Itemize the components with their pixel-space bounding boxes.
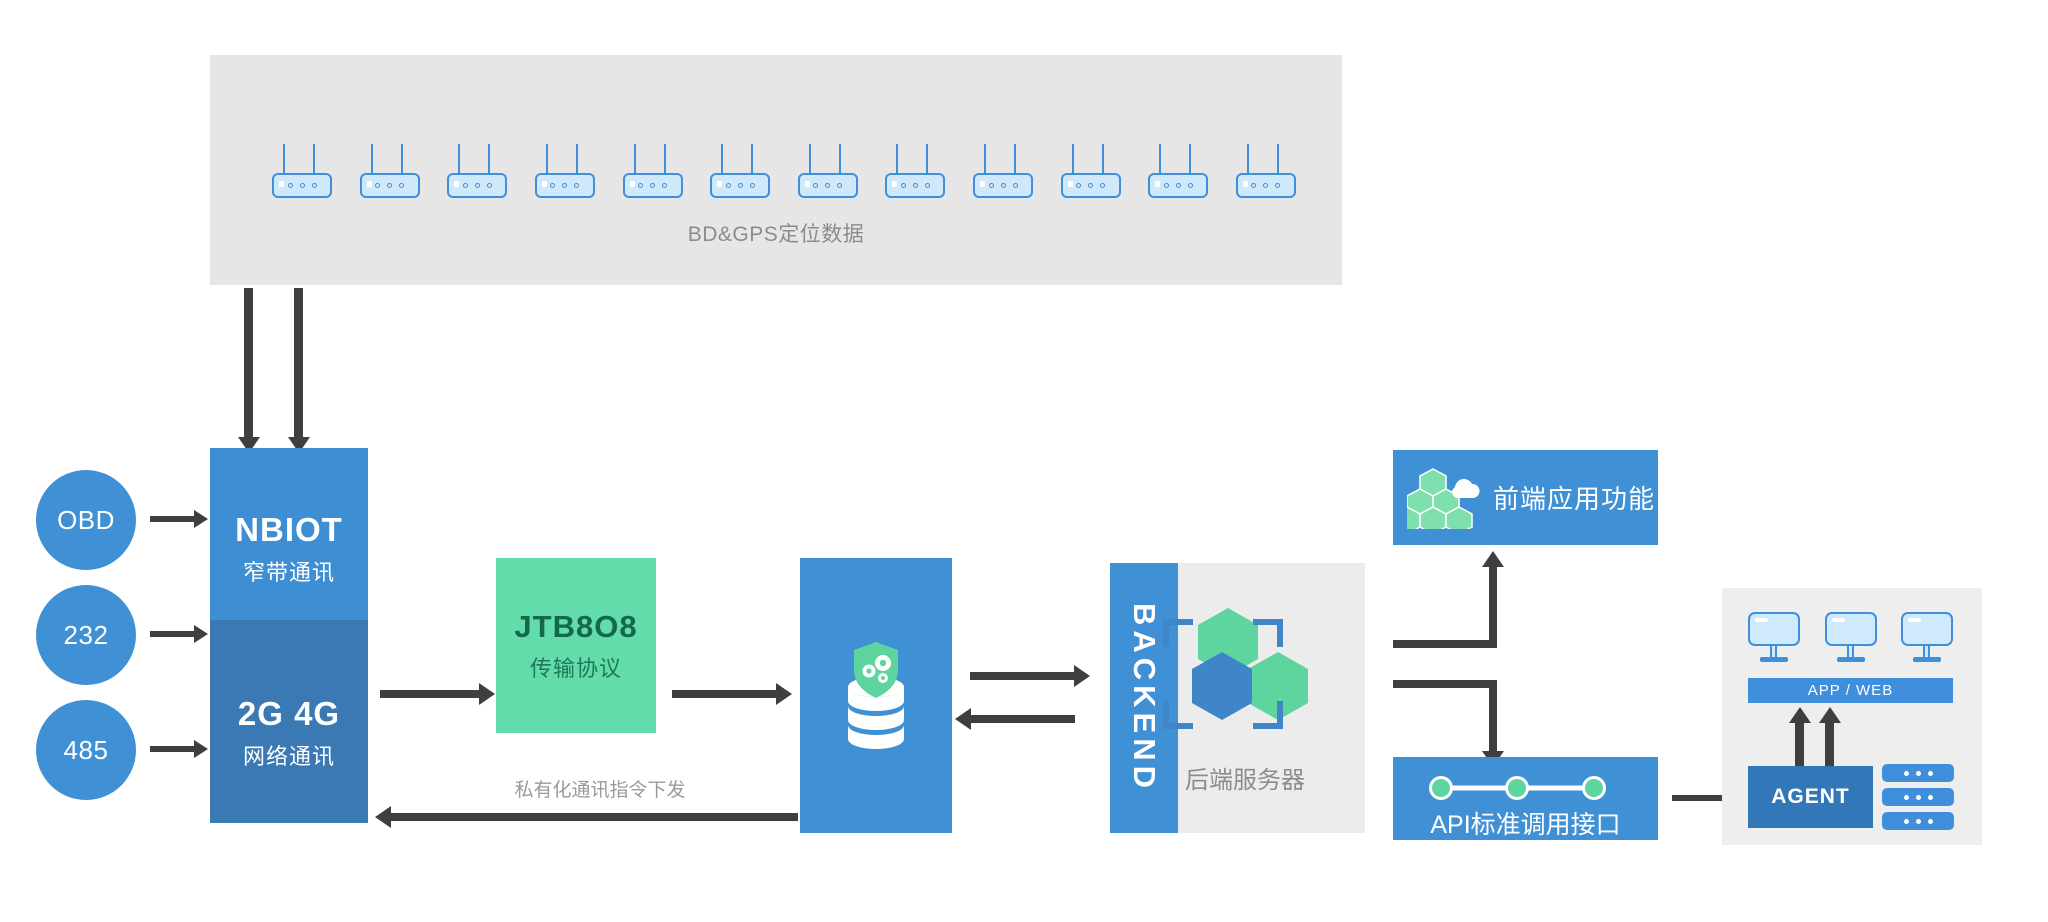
nbiot-subtitle: 窄带通讯 [242, 560, 335, 585]
wifi-router-icon [447, 144, 508, 200]
source-node-obd[interactable]: OBD [36, 470, 136, 570]
arrow-485-to-nbiot [150, 746, 195, 752]
connector-backend-to-api-h [1393, 680, 1497, 688]
gps-data-panel [210, 55, 1342, 285]
router-row [272, 140, 1296, 200]
cubes-cloud-icon [1393, 467, 1485, 535]
arrow-downlink-to-nbiot [390, 813, 798, 821]
server-rack-icon [1882, 812, 1954, 830]
wifi-router-icon [359, 144, 420, 200]
server-rack-icon [1882, 764, 1954, 782]
node-chain-icon [1425, 775, 1610, 801]
arrow-protocol-to-database [672, 690, 777, 698]
arrow-nbiot-to-protocol [380, 690, 480, 698]
monitor-icon [1748, 612, 1800, 668]
arrow-agent-to-appweb-1 [1795, 722, 1804, 790]
backend-strip: BACKEND [1110, 563, 1178, 833]
app-web-bar[interactable]: APP / WEB [1748, 678, 1953, 703]
arrow-gps-to-nbiot-2 [294, 288, 303, 438]
arrow-backend-to-database [970, 715, 1075, 723]
api-block-label: API标准调用接口 [1430, 811, 1621, 839]
protocol-block[interactable]: JTB8O8 传输协议 [496, 558, 656, 733]
nbiot-narrowband-block[interactable]: NBIOT 窄带通讯 [210, 448, 368, 620]
nbiot-title: NBIOT [235, 511, 343, 548]
server-rack-group [1882, 764, 1954, 830]
agent-block[interactable]: AGENT [1748, 766, 1873, 828]
wifi-router-icon [272, 144, 332, 200]
frontend-app-label: 前端应用功能 [1493, 484, 1656, 514]
arrow-backend-to-api [1489, 680, 1497, 752]
monitor-row [1748, 612, 1953, 668]
wifi-router-icon [622, 144, 683, 200]
wifi-router-icon [1148, 144, 1209, 200]
monitor-icon [1901, 612, 1953, 668]
wifi-router-icon [973, 144, 1033, 200]
arrow-database-to-backend [970, 672, 1075, 680]
connector-backend-to-frontend-h [1393, 640, 1497, 648]
frontend-app-block[interactable]: 前端应用功能 [1393, 450, 1658, 545]
wifi-router-icon [534, 144, 595, 200]
cellular-subtitle: 网络通讯 [242, 743, 335, 769]
arrow-232-to-nbiot [150, 631, 195, 637]
server-rack-icon [1882, 788, 1954, 806]
hexagon-cluster-icon [1160, 600, 1320, 745]
protocol-subtitle: 传输协议 [529, 655, 622, 681]
cellular-network-block[interactable]: 2G 4G 网络通讯 [210, 620, 368, 823]
cellular-title: 2G 4G [237, 694, 341, 732]
database-shield-gears-icon [845, 640, 907, 750]
arrow-agent-to-appweb-2 [1825, 722, 1834, 790]
monitor-icon [1824, 612, 1877, 668]
wifi-router-icon [1060, 144, 1121, 200]
backend-panel-label: 后端服务器 [1185, 767, 1305, 794]
wifi-router-icon [797, 144, 858, 200]
wifi-router-icon [710, 144, 771, 200]
source-node-232[interactable]: 232 [36, 585, 136, 685]
nbiot-stack: NBIOT 窄带通讯 2G 4G 网络通讯 [210, 448, 368, 823]
gps-panel-label: BD&GPS定位数据 [687, 223, 865, 246]
source-node-485[interactable]: 485 [36, 700, 136, 800]
wifi-router-icon [1235, 144, 1296, 200]
wifi-router-icon [885, 144, 946, 200]
arrow-obd-to-nbiot [150, 516, 195, 522]
arrow-gps-to-nbiot-1 [244, 288, 253, 438]
arrow-backend-to-frontend [1489, 566, 1497, 648]
arrow-api-to-agent [1672, 795, 1750, 801]
downlink-label: 私有化通讯指令下发 [514, 780, 686, 801]
protocol-title: JTB8O8 [514, 608, 638, 644]
